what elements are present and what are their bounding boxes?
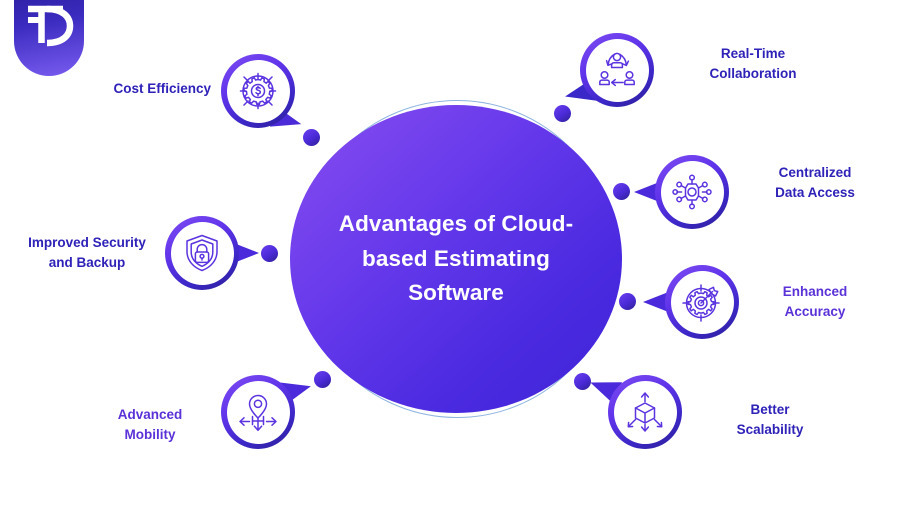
connector-dot-real-time-collaboration	[554, 105, 571, 122]
badge-disc	[660, 160, 724, 224]
badge-ring	[608, 375, 682, 449]
people-collaboration-icon	[599, 52, 635, 87]
node-centralized-data-access[interactable]	[655, 155, 729, 229]
tail-enhanced-accuracy	[643, 291, 671, 313]
node-improved-security-and-backup[interactable]	[165, 216, 239, 290]
badge-ring	[165, 216, 239, 290]
shield-lock-icon	[186, 234, 218, 272]
badge-ring	[580, 33, 654, 107]
target-arrow-gear-icon	[682, 284, 720, 322]
connector-dot-better-scalability	[574, 373, 591, 390]
node-cost-efficiency[interactable]	[221, 54, 295, 128]
central-hub: Advantages of Cloud-based Estimating Sof…	[290, 105, 622, 413]
badge-ring	[665, 265, 739, 339]
connector-dot-cost-efficiency	[303, 129, 320, 146]
page-title: Advantages of Cloud-based Estimating Sof…	[338, 210, 574, 306]
td-logo[interactable]	[14, 0, 84, 76]
badge-disc	[670, 270, 734, 334]
node-advanced-mobility[interactable]	[221, 375, 295, 449]
badge-disc	[585, 38, 649, 102]
node-enhanced-accuracy[interactable]	[665, 265, 739, 339]
network-hub-icon	[672, 174, 712, 210]
badge-disc	[613, 380, 677, 444]
badge-disc	[226, 59, 290, 123]
node-real-time-collaboration[interactable]	[580, 33, 654, 107]
connector-dot-improved-security	[261, 245, 278, 262]
badge-ring	[221, 54, 295, 128]
node-better-scalability[interactable]	[608, 375, 682, 449]
location-pin-arrows-icon	[239, 394, 277, 432]
label-improved-security-and-backup: Improved Security and Backup	[28, 235, 146, 271]
gear-dollar-target-icon	[239, 72, 277, 110]
badge-disc	[170, 221, 234, 285]
label-better-scalability: Better Scalability	[736, 402, 804, 438]
cube-expand-icon	[627, 392, 663, 432]
badge-disc	[226, 380, 290, 444]
label-real-time-collaboration: Real-Time Collaboration	[709, 46, 797, 82]
connector-dot-enhanced-accuracy	[619, 293, 636, 310]
badge-ring	[221, 375, 295, 449]
label-enhanced-accuracy: Enhanced Accuracy	[782, 284, 848, 320]
connector-dot-centralized-data-access	[613, 183, 630, 200]
label-cost-efficiency: Cost Efficiency	[113, 81, 211, 96]
badge-ring	[655, 155, 729, 229]
connector-dot-advanced-mobility	[314, 371, 331, 388]
label-advanced-mobility: Advanced Mobility	[117, 407, 183, 443]
td-monogram-icon	[28, 5, 74, 47]
label-centralized-data-access: Centralized Data Access	[775, 165, 855, 201]
